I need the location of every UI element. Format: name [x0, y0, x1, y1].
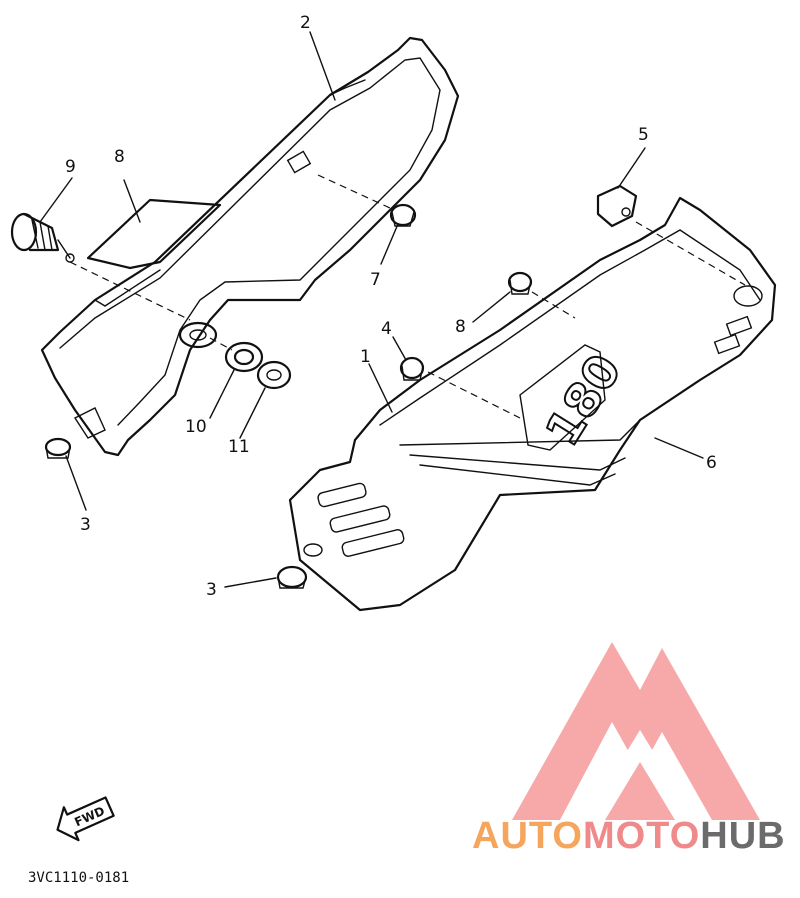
callout-8-left: 7 [370, 270, 381, 290]
part-7-plate [86, 198, 222, 270]
fwd-arrow: FWD [56, 796, 115, 842]
callout-11: 11 [228, 437, 250, 457]
leader-lines [39, 31, 704, 588]
drawing-code: 3VC1110-0181 [28, 870, 129, 886]
watermark-logo-icon [512, 642, 760, 820]
callout-3-left: 3 [80, 515, 91, 535]
callout-10: 10 [185, 417, 207, 437]
callout-6: 6 [706, 453, 717, 473]
callout-2: 2 [300, 13, 311, 33]
callout-5: 5 [638, 125, 649, 145]
part-3-damper-right [276, 543, 323, 589]
part-5-clip [596, 184, 638, 228]
right-side-cover [288, 196, 777, 612]
callout-7: 8 [114, 147, 125, 167]
part-11-washer [256, 360, 292, 390]
part-4-nut [399, 356, 425, 381]
watermark-brand: AUTOMOTOHUB [472, 815, 786, 857]
callout-9: 9 [65, 157, 76, 177]
part-3-damper-left [44, 437, 72, 459]
part-9-lock [10, 212, 75, 263]
callout-3-right: 3 [206, 580, 217, 600]
brand-moto: MOTO [583, 815, 700, 857]
left-side-cover [40, 36, 460, 457]
callout-4: 4 [381, 319, 392, 339]
callout-1: 1 [360, 347, 371, 367]
emblem-180-text: 180 [535, 345, 632, 455]
part-10-grommet [224, 341, 264, 373]
brand-auto: AUTO [472, 815, 583, 857]
brand-hub: HUB [700, 815, 785, 857]
part-8-grommet-right [507, 271, 533, 295]
callout-8-right: 8 [455, 317, 466, 337]
part-8-grommet-left [389, 203, 417, 227]
